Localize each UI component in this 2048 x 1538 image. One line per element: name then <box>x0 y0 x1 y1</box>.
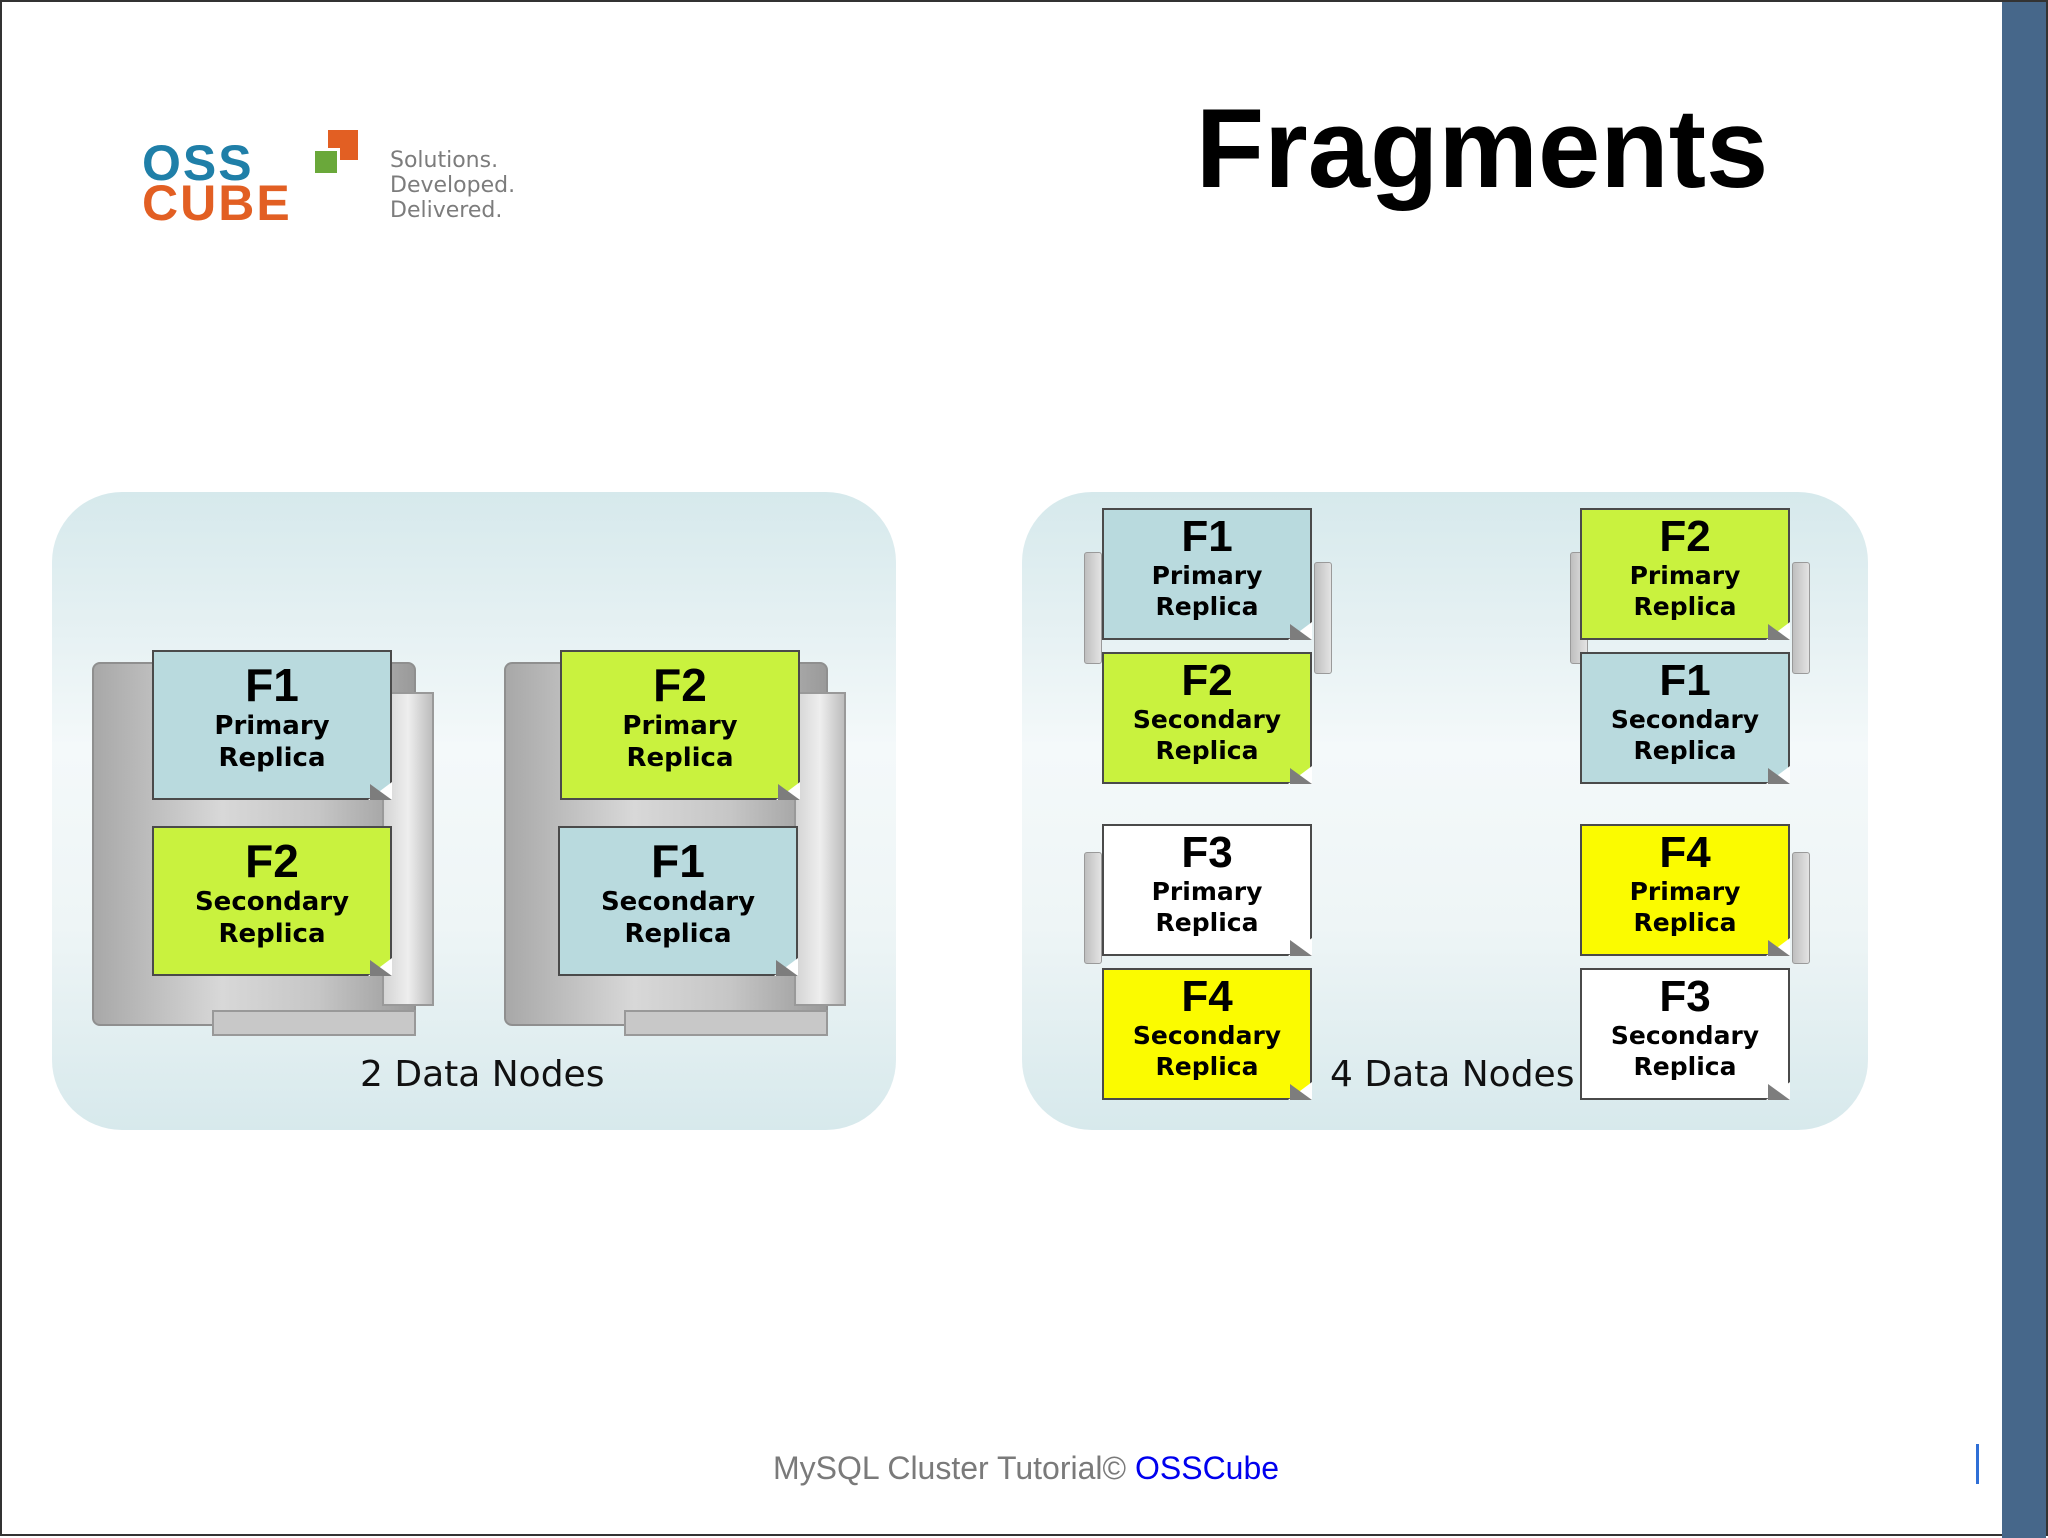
fragment-name: F2 <box>1181 656 1233 705</box>
fragment-name: F3 <box>1181 828 1233 877</box>
fragment-name: F4 <box>1659 828 1711 877</box>
fragment-role: Secondary <box>1610 705 1760 734</box>
fragment-name: F3 <box>1659 972 1711 1021</box>
slide-title: Fragments <box>1195 86 1769 211</box>
slide-footer: MySQL Cluster Tutorial© OSSCube <box>2 1450 2048 1487</box>
four-data-nodes-panel: F1 Primary Replica F2 Secondary Replica … <box>1022 492 1868 1130</box>
fragment-card: F2 Primary Replica <box>560 650 800 800</box>
fragment-replica-label: Replica <box>1633 736 1737 765</box>
fragment-card: F1 Secondary Replica <box>558 826 798 976</box>
logo-tagline-3: Delivered. <box>390 198 503 223</box>
fragment-replica-label: Replica <box>624 919 732 949</box>
fragment-name: F2 <box>245 835 299 887</box>
server-edge-icon <box>1792 852 1810 964</box>
fragment-replica-label: Replica <box>1155 592 1259 621</box>
fragment-name: F1 <box>245 659 299 711</box>
fragment-card: F2 Secondary Replica <box>152 826 392 976</box>
logo-cube-text: CUBE <box>142 175 292 231</box>
panel-label: 4 Data Nodes <box>1330 1054 1575 1095</box>
server-edge-icon <box>1792 562 1810 674</box>
server-edge-icon <box>1084 852 1102 964</box>
fragment-replica-label: Replica <box>1155 736 1259 765</box>
fragment-role: Primary <box>214 711 330 741</box>
fragment-card: F3 Secondary Replica <box>1580 968 1790 1100</box>
fragment-card: F4 Primary Replica <box>1580 824 1790 956</box>
fragment-role: Primary <box>1151 561 1263 590</box>
server-edge-icon <box>1314 562 1332 674</box>
fragment-replica-label: Replica <box>1155 1052 1259 1081</box>
fragment-name: F1 <box>1181 512 1233 561</box>
fragment-role: Secondary <box>194 887 350 917</box>
fragment-replica-label: Replica <box>1633 908 1737 937</box>
fragment-name: F2 <box>1659 512 1711 561</box>
fragment-replica-label: Replica <box>1633 1052 1737 1081</box>
logo-cube-icon <box>302 130 362 180</box>
panel-label: 2 Data Nodes <box>360 1054 605 1095</box>
fragment-replica-label: Replica <box>1633 592 1737 621</box>
fragment-role: Primary <box>1629 877 1741 906</box>
fragment-name: F4 <box>1181 972 1233 1021</box>
fragment-card: F2 Secondary Replica <box>1102 652 1312 784</box>
fragment-replica-label: Replica <box>218 743 326 773</box>
fragment-name: F2 <box>653 659 707 711</box>
footer-text: MySQL Cluster Tutorial© <box>772 1450 1127 1486</box>
fragment-name: F1 <box>651 835 705 887</box>
logo-tagline-2: Developed. <box>390 173 516 198</box>
server-edge-icon <box>1084 552 1102 664</box>
fragment-role: Secondary <box>600 887 756 917</box>
fragment-card: F2 Primary Replica <box>1580 508 1790 640</box>
fragment-replica-label: Replica <box>626 743 734 773</box>
fragment-role: Secondary <box>1132 1021 1282 1050</box>
footer-brand-link[interactable]: OSSCube <box>1134 1450 1280 1486</box>
fragment-role: Primary <box>622 711 738 741</box>
osscube-logo: OSS CUBE Solutions. Developed. Delivered… <box>142 130 542 230</box>
two-data-nodes-panel: F1 Primary Replica F2 Secondary Replica … <box>52 492 896 1130</box>
fragment-card: F3 Primary Replica <box>1102 824 1312 956</box>
fragment-role: Primary <box>1629 561 1741 590</box>
page-marker <box>1976 1444 1979 1484</box>
fragment-role: Secondary <box>1610 1021 1760 1050</box>
fragment-role: Secondary <box>1132 705 1282 734</box>
fragment-card: F1 Primary Replica <box>152 650 392 800</box>
fragment-card: F1 Primary Replica <box>1102 508 1312 640</box>
accent-bar <box>2002 2 2046 1538</box>
fragment-card: F4 Secondary Replica <box>1102 968 1312 1100</box>
logo-tagline-1: Solutions. <box>390 148 499 173</box>
fragment-card: F1 Secondary Replica <box>1580 652 1790 784</box>
fragment-replica-label: Replica <box>1155 908 1259 937</box>
logo-oss-text: OSS <box>142 135 254 191</box>
fragment-role: Primary <box>1151 877 1263 906</box>
fragment-replica-label: Replica <box>218 919 326 949</box>
fragment-name: F1 <box>1659 656 1711 705</box>
